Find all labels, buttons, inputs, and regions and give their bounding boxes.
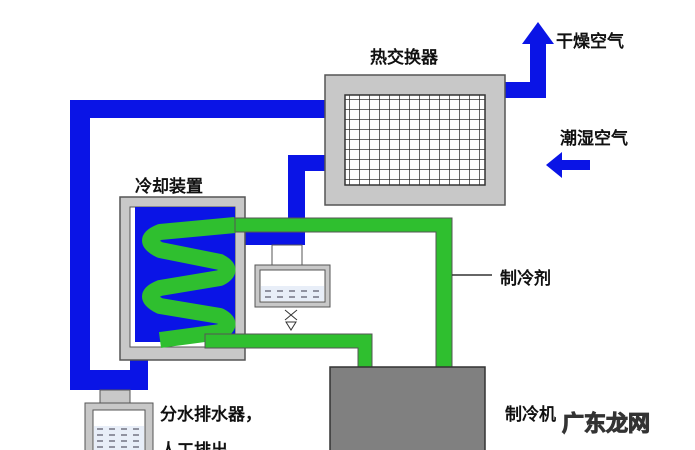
heat-exchanger (324, 74, 506, 206)
refrigerant-coil (142, 217, 236, 348)
water-separator (84, 389, 154, 450)
heat-exchanger-label: 热交换器 (370, 48, 438, 68)
drain-label-line1: 分水排水器， (160, 405, 262, 425)
drain-label-line2: 人工排出 (160, 436, 228, 450)
watermark: 广东龙网 (561, 412, 651, 438)
refrigerant-label: 制冷剂 (500, 269, 551, 289)
refrigerator-label: 制冷机 (505, 405, 556, 425)
dry-air-label: 干燥空气 (556, 32, 624, 52)
drain-vessel-small (254, 244, 331, 331)
cooling-device-label: 冷却装置 (135, 177, 203, 197)
humid-air-label: 潮湿空气 (560, 129, 628, 149)
cooling-device (119, 196, 246, 361)
refrigerator-unit (329, 366, 486, 450)
air-pipe (70, 22, 590, 390)
drain-valve-icon (284, 309, 298, 331)
